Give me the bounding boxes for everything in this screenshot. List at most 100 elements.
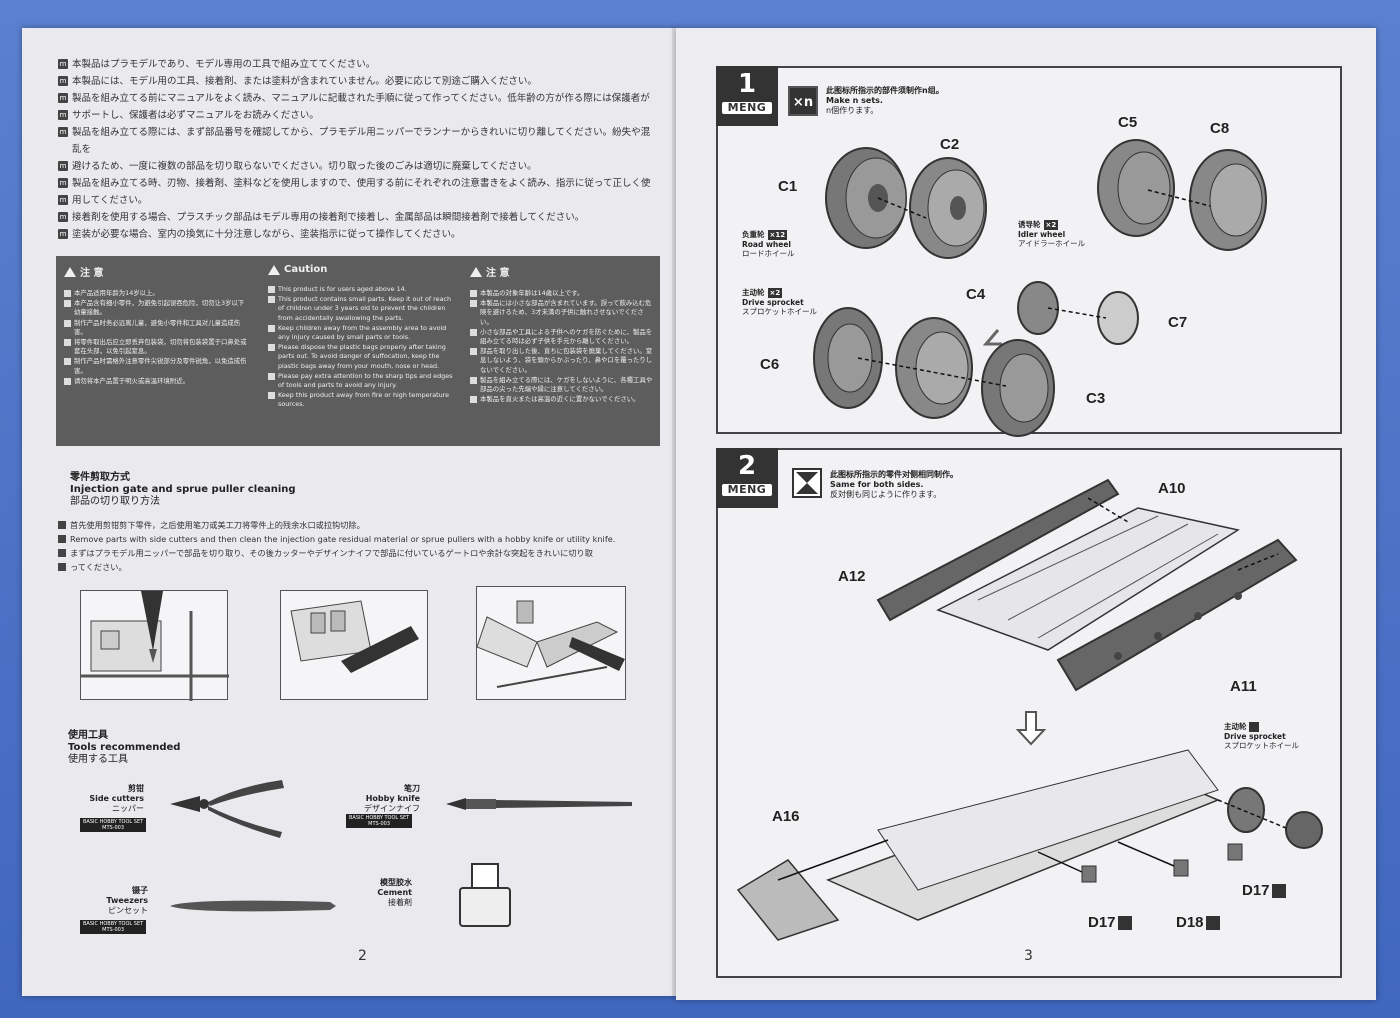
assembly-step-2: 2 MENG 此图标所指示的零件对侧相同制作。 Same for both si… [716,448,1342,978]
caution-column-en: Caution This product is for users aged a… [268,264,454,411]
caution-item: Keep this product away from fire or high… [268,391,454,409]
side-cutters-jp: ニッパー [112,804,144,813]
caution-item: Please pay extra attention to the sharp … [268,372,454,390]
assembly-step-1: 1 MENG ×n 此图标所指示的部件须制作n组。 Make n sets. n… [716,66,1342,437]
injection-note: ってください。 [58,560,658,574]
same-both-sides-icon [1205,916,1220,931]
note-jp: n個作ります。 [826,106,879,115]
tools-title-cn: 使用工具 [68,730,108,741]
drive-sprocket-jp: スプロケットホイール [742,307,817,316]
side-cutters-tag: BASIC HOBBY TOOL SET MTS-003 [80,818,147,832]
hobby-knife-tag: BASIC HOBBY TOOL SET MTS-003 [346,814,413,828]
caution-item: 本製品を直火または高温の近くに置かないでください。 [470,395,656,404]
part-label-c2: C2 [940,136,960,153]
part-label-c5: C5 [1118,114,1138,131]
caution-item: 请勿将本产品置于明火或高温环境附近。 [64,377,250,386]
cement-bottle-icon [459,863,511,927]
part-label-c4: C4 [966,286,986,303]
step-1-note: 此图标所指示的部件须制作n组。 Make n sets. n個作ります。 [826,86,986,116]
cement-label: 模型胶水 Cement 接着剤 [342,878,412,908]
step-2-hull-drawings [736,478,1323,941]
same-both-sides-icon [1248,722,1259,732]
caution-item: 本製品には小さな部品が含まれています。誤って飲み込む危険を避けるため、3才未満の… [470,299,656,327]
drive-sprocket-en: Drive sprocket [1224,732,1286,741]
drive-sprocket-en: Drive sprocket [742,298,804,307]
part-label-text: D18 [1176,914,1204,931]
tools-section-title: 使用工具 Tools recommended 使用する工具 [68,730,180,766]
idler-wheel-label: 诱导轮×2 Idler wheel アイドラーホイール [1018,220,1085,248]
road-wheel-cn: 负重轮 [742,230,765,239]
side-cutters-icon [170,780,284,838]
injection-title-cn: 零件剪取方式 [70,472,130,483]
hobby-knife-label: 笔刀 Hobby knife デザインナイフ [334,784,420,814]
part-label-d17-a: D17 [1088,914,1132,931]
idler-wheel-en: Idler wheel [1018,230,1066,239]
part-label-c8: C8 [1210,120,1230,137]
part-label-c7: C7 [1168,314,1188,331]
manual-page-right: 1 MENG ×n 此图标所指示的部件须制作n组。 Make n sets. n… [676,28,1376,1000]
tweezers-label: 镊子 Tweezers ピンセット [92,886,148,916]
drive-sprocket-label: 主动轮×2 Drive sprocket スプロケットホイール [742,288,817,316]
part-label-c1: C1 [778,178,798,195]
page-number-right: 3 [1024,948,1033,964]
drive-sprocket-cn: 主动轮 [742,288,765,297]
caution-title-en: Caution [284,264,328,275]
injection-note: Remove parts with side cutters and then … [58,532,658,546]
hobby-knife-cn: 笔刀 [404,784,420,793]
tools-title-jp: 使用する工具 [68,754,128,765]
cement-en: Cement [377,888,412,897]
illustration-gate-trimming [476,586,626,700]
caution-item: 本产品含有细小零件，为避免引起误吞危险，切勿让3岁以下幼童接触。 [64,299,250,317]
tweezers-tag: BASIC HOBBY TOOL SET MTS-003 [80,920,147,934]
jp-note: 避けるため、一度に複数の部品を切り取らないでください。切り取った後のごみは適切に… [58,158,658,175]
tweezers-cn: 镊子 [132,886,148,895]
caution-item: 製品を組み立てる際には、ケガをしないように、各種工具や部品の尖った先端や縁に注意… [470,376,656,394]
tool-tag-code: MTS-003 [368,821,391,827]
jp-note: 製品を組み立てる際には、まず部品番号を確認してから、プラモデル用ニッパーでランナ… [58,124,658,158]
side-cutters-label: 剪钳 Side cutters ニッパー [80,784,144,814]
hourglass-icon [796,472,818,494]
illustration-knife-cleaning [280,590,428,700]
jp-note: 塗装が必要な場合、室内の換気に十分注意しながら、塗装指示に従って操作してください… [58,226,658,243]
caution-item: 制作产品时需格外注意零件尖锐部分及零件锐角，以免造成伤害。 [64,357,250,375]
tweezers-en: Tweezers [106,896,148,905]
injection-section-title: 零件剪取方式 Injection gate and sprue puller c… [70,472,296,508]
idler-wheel-cn: 诱导轮 [1018,220,1041,229]
caution-item: 小さな部品や工具による子供へのケガを防ぐために、製品を組み立てる時は必ず子供を手… [470,328,656,346]
same-both-sides-icon [1117,916,1132,931]
caution-item: This product contains small parts. Keep … [268,295,454,323]
tool-tag-text: BASIC HOBBY TOOL SET [83,921,144,927]
jp-notes-list: 本製品はプラモデルであり、モデル専用の工具で組み立ててください。 本製品には、モ… [58,56,658,243]
jp-note: 接着剤を使用する場合、プラスチック部品はモデル専用の接着剤で接着し、金属部品は瞬… [58,209,658,226]
part-label-c3: C3 [1086,390,1106,407]
sprue-cutter-drawing [81,591,229,701]
caution-item: 制作产品时务必远离儿童，避免小零件和工具对儿童造成伤害。 [64,319,250,337]
tool-tag-text: BASIC HOBBY TOOL SET [83,819,144,825]
injection-note: まずはプラモデル用ニッパーで部品を切り取り、その後カッターやデザインナイフで部品… [58,546,658,560]
hobby-knife-icon [446,798,632,810]
note-jp: 反対側も同じように作ります。 [830,490,942,499]
warning-icon [268,264,280,275]
manual-page-left: 本製品はプラモデルであり、モデル専用の工具で組み立ててください。 本製品には、モ… [22,28,678,996]
caution-column-jp: 注 意 本製品の対象年齢は14歳以上です。 本製品には小さな部品が含まれています… [470,264,656,405]
jp-note: 本製品はプラモデルであり、モデル専用の工具で組み立ててください。 [58,56,658,73]
caution-item: 本製品の対象年齢は14歳以上です。 [470,289,656,298]
road-wheel-en: Road wheel [742,240,791,249]
part-label-a11: A11 [1230,678,1257,695]
step-1-badge: 1 MENG [716,66,778,126]
step-2-badge: 2 MENG [716,448,778,508]
jp-note: 製品を組み立てる前にマニュアルをよく読み、マニュアルに記載された手順に従って作っ… [58,90,658,107]
part-label-text: D17 [1242,882,1270,899]
note-cn: 此图标所指示的部件须制作n组。 [826,86,944,95]
note-en: Make n sets. [826,96,883,105]
caution-item: 本产品适用年龄为14岁以上。 [64,289,250,298]
note-cn: 此图标所指示的零件对侧相同制作。 [830,470,958,479]
brand-logo: MENG [722,484,772,496]
part-label-text: D17 [1088,914,1116,931]
gate-trimming-drawing [476,600,625,688]
tweezers-jp: ピンセット [108,906,148,915]
part-label-a16: A16 [772,808,800,825]
part-label-a12: A12 [838,568,866,585]
cement-jp: 接着剤 [388,898,412,907]
caution-item: 部品を取り出した後、直ちに包装袋を廃棄してください。窒息しないよう、袋を頭からか… [470,347,656,375]
